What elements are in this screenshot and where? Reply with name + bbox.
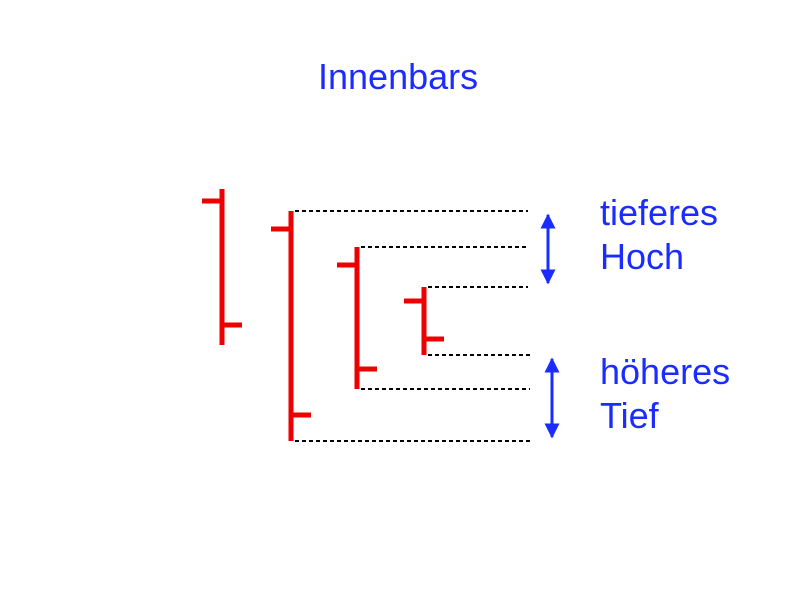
label-higher-low-line-1: höheres bbox=[600, 351, 731, 392]
label-lower-high-line-1: tieferes bbox=[600, 192, 719, 233]
bar-2 bbox=[271, 211, 311, 441]
bar-3 bbox=[337, 247, 377, 389]
diagram-title: Innenbars bbox=[318, 56, 479, 97]
label-higher-low: höheres Tief bbox=[600, 350, 730, 438]
bar-1 bbox=[202, 189, 242, 345]
label-lower-high-line-2: Hoch bbox=[600, 236, 685, 277]
bar-4 bbox=[404, 287, 444, 355]
label-lower-high: tieferes Hoch bbox=[600, 191, 718, 279]
label-higher-low-line-2: Tief bbox=[600, 395, 659, 436]
